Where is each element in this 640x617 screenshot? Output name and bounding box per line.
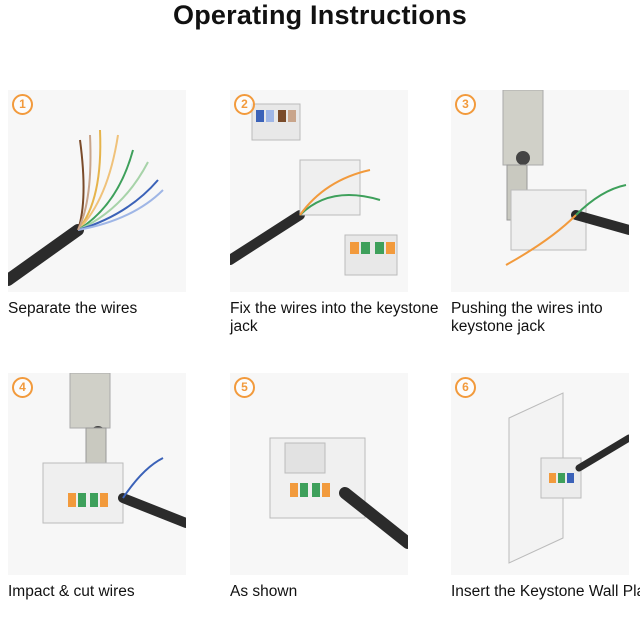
- step-5-number-badge: 5: [234, 377, 255, 398]
- step-6-image: 6: [451, 373, 629, 575]
- step-3-image: 3: [451, 90, 629, 292]
- step-1-image: 1: [8, 90, 186, 292]
- step-2-image: 2: [230, 90, 408, 292]
- step-3-number-badge: 3: [455, 94, 476, 115]
- keystone-jack-wiring-illustration: [230, 90, 408, 292]
- step-1-caption: Separate the wires: [8, 300, 138, 317]
- step-5-caption: As shown: [230, 583, 298, 600]
- separated-wires-illustration: [8, 90, 186, 292]
- step-5-image: 5: [230, 373, 408, 575]
- step-6-caption: Insert the Keystone Wall Plate: [451, 583, 640, 600]
- step-1-number-badge: 1: [12, 94, 33, 115]
- step-2-caption: Fix the wires into the keystone jack: [230, 300, 439, 335]
- step-6-number-badge: 6: [455, 377, 476, 398]
- step-4-caption: Impact & cut wires: [8, 583, 135, 600]
- step-2-number-badge: 2: [234, 94, 255, 115]
- assembled-jack-illustration: [230, 373, 408, 575]
- punch-down-tool-illustration: [451, 90, 629, 292]
- step-4-image: 4: [8, 373, 186, 575]
- page-title: Operating Instructions: [173, 0, 467, 30]
- impact-cut-illustration: [8, 373, 186, 575]
- wall-plate-illustration: [451, 373, 629, 575]
- step-3-caption: Pushing the wires into keystone jack: [451, 300, 603, 335]
- step-4-number-badge: 4: [12, 377, 33, 398]
